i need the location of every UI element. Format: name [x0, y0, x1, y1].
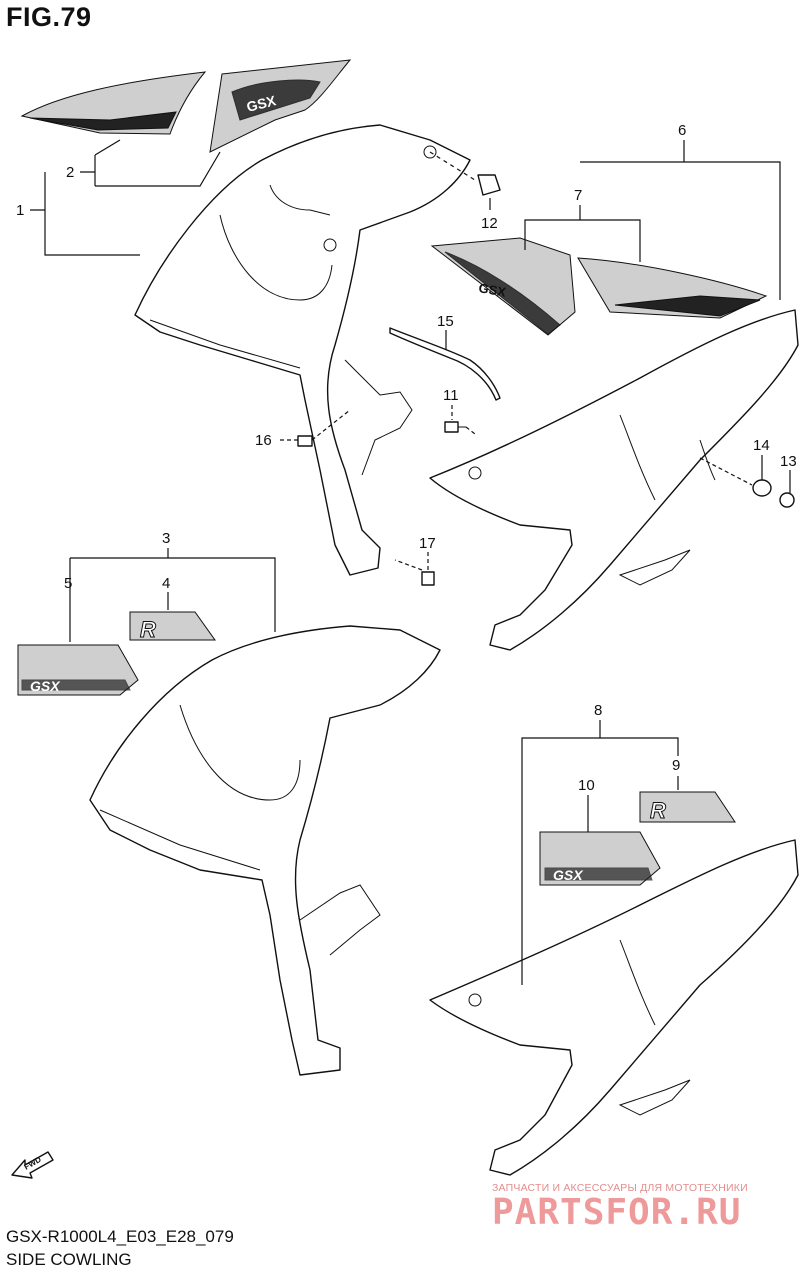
decal-9-r-text: R	[650, 798, 666, 823]
callout-12: 12	[481, 215, 498, 232]
decal-10-gsx-logo[interactable]: GSX	[539, 831, 661, 886]
part-16-clip[interactable]	[297, 435, 313, 447]
callout-3: 3	[162, 530, 170, 547]
callout-4: 4	[162, 575, 170, 592]
callout-11: 11	[443, 387, 459, 404]
callout-9: 9	[672, 757, 680, 774]
callout-10: 10	[578, 777, 595, 794]
diagram-code: GSX-R1000L4_E03_E28_079	[6, 1227, 234, 1246]
part-17-screw[interactable]	[421, 571, 435, 586]
part-15-strip[interactable]	[389, 327, 501, 401]
decal-2-gsx-text: GSX	[245, 92, 278, 115]
callout-16: 16	[255, 432, 272, 449]
callout-5: 5	[64, 575, 72, 592]
decal-7-right-stripe[interactable]	[577, 257, 768, 319]
callout-1: 1	[16, 202, 24, 219]
decal-5-gsx-text: GSX	[30, 678, 61, 694]
part-11-screw[interactable]	[444, 421, 466, 433]
decal-7-gsx-text: GSX	[477, 280, 507, 300]
callout-8: 8	[594, 702, 602, 719]
callout-7: 7	[574, 187, 582, 204]
cowling-8-right[interactable]	[429, 839, 799, 1176]
fwd-arrow-icon: FWD	[11, 1151, 54, 1179]
decal-2-left-stripe[interactable]	[20, 71, 207, 135]
callout-15: 15	[437, 313, 454, 330]
decal-9-r-logo[interactable]: R	[639, 791, 736, 824]
callout-17: 17	[419, 535, 436, 552]
cowling-1-left[interactable]	[134, 124, 471, 576]
decal-4-r-text: R	[140, 617, 156, 642]
decal-10-gsx-text: GSX	[553, 867, 584, 883]
decal-7-left-logo[interactable]: GSX	[430, 237, 576, 336]
cowling-6-right[interactable]	[429, 309, 799, 651]
figure-title: FIG.79	[6, 2, 92, 32]
cowling-3-left[interactable]	[89, 625, 441, 1076]
callout-labels: 1 2 3 4 5 6 7 8 9 10 11 12 13 14 15 16 1…	[16, 122, 797, 794]
decal-4-r-logo[interactable]: R	[129, 611, 216, 643]
callout-6: 6	[678, 122, 686, 139]
leader-lines	[30, 139, 791, 985]
callout-2: 2	[66, 164, 74, 181]
part-14-bush[interactable]	[752, 479, 772, 497]
watermark-logo: PARTSFOR.RU	[492, 1192, 742, 1233]
watermark-tagline: ЗАПЧАСТИ И АКСЕССУАРЫ ДЛЯ МОТОТЕХНИКИ	[492, 1182, 748, 1194]
diagram-name: SIDE COWLING	[6, 1250, 132, 1269]
part-13-screw[interactable]	[779, 492, 795, 508]
part-12-grommet[interactable]	[477, 174, 501, 196]
decal-5-gsx-logo[interactable]: GSX	[17, 644, 139, 696]
callout-13: 13	[780, 453, 797, 470]
decal-2-right-logo[interactable]: GSX	[209, 59, 352, 153]
callout-14: 14	[753, 437, 770, 454]
